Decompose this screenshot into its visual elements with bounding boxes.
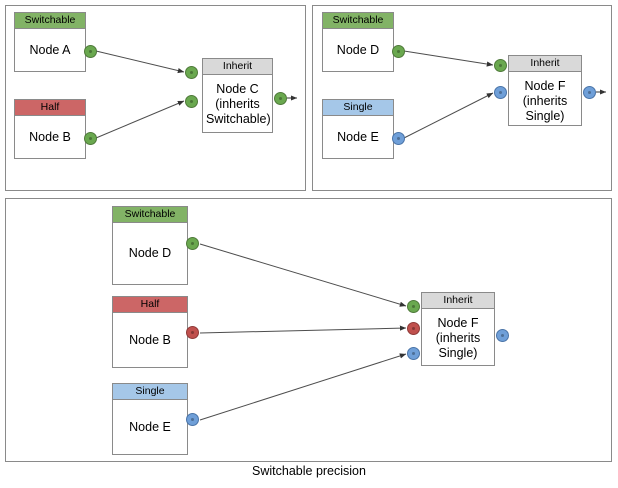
node-f-label-line-3: Single) <box>525 109 565 123</box>
node-a-label: Node A <box>29 42 71 57</box>
node-e-title: Single <box>323 100 393 116</box>
node-f-label-line-2: (inherits <box>522 94 568 108</box>
port-node-b2-output[interactable] <box>186 326 199 339</box>
node-d2[interactable]: Switchable Node D <box>112 206 188 285</box>
port-node-d2-output[interactable] <box>186 237 199 250</box>
node-b2[interactable]: Half Node B <box>112 296 188 368</box>
port-node-a-output[interactable] <box>84 45 97 58</box>
node-f2-title: Inherit <box>422 293 494 309</box>
node-c-label-line-1: Node C <box>216 82 259 96</box>
node-e2-label: Node E <box>129 419 171 434</box>
node-b2-label: Node B <box>129 332 171 347</box>
port-node-f2-input-1[interactable] <box>407 300 420 313</box>
node-c-label-line-2: (inherits <box>215 97 260 111</box>
node-d2-title: Switchable <box>113 207 187 223</box>
port-node-f-output[interactable] <box>583 86 596 99</box>
port-node-d-output[interactable] <box>392 45 405 58</box>
node-f2[interactable]: Inherit Node F (inherits Single) <box>421 292 495 366</box>
node-c[interactable]: Inherit Node C (inherits Switchable) <box>202 58 273 133</box>
node-d-label: Node D <box>336 42 380 57</box>
node-f-label-line-1: Node F <box>524 79 566 93</box>
port-node-c-output[interactable] <box>274 92 287 105</box>
panel-switchable-precision-combined <box>5 198 612 462</box>
node-c-label-line-3: Switchable) <box>206 112 271 126</box>
port-node-b-output[interactable] <box>84 132 97 145</box>
port-node-f2-input-2[interactable] <box>407 322 420 335</box>
node-a-title: Switchable <box>15 13 85 29</box>
node-d-title: Switchable <box>323 13 393 29</box>
node-f-title: Inherit <box>509 56 581 72</box>
node-d[interactable]: Switchable Node D <box>322 12 394 72</box>
port-node-f2-output[interactable] <box>496 329 509 342</box>
port-node-f-input-1[interactable] <box>494 59 507 72</box>
node-e-label: Node E <box>337 129 379 144</box>
node-e[interactable]: Single Node E <box>322 99 394 159</box>
node-b-title: Half <box>15 100 85 116</box>
node-a[interactable]: Switchable Node A <box>14 12 86 72</box>
port-node-c-input-1[interactable] <box>185 66 198 79</box>
node-b-label: Node B <box>29 129 71 144</box>
node-b[interactable]: Half Node B <box>14 99 86 159</box>
port-node-e2-output[interactable] <box>186 413 199 426</box>
node-c-title: Inherit <box>203 59 272 75</box>
port-node-c-input-2[interactable] <box>185 95 198 108</box>
node-f2-label-line-1: Node F <box>437 316 479 330</box>
node-f2-label-line-3: Single) <box>438 346 478 360</box>
node-f2-label-line-2: (inherits <box>435 331 481 345</box>
node-e2-title: Single <box>113 384 187 400</box>
port-node-e-output[interactable] <box>392 132 405 145</box>
node-f-label: Node F (inherits Single) <box>509 72 581 125</box>
node-c-label: Node C (inherits Switchable) <box>203 75 272 132</box>
node-d2-label: Node D <box>128 246 172 260</box>
node-e2[interactable]: Single Node E <box>112 383 188 455</box>
node-f[interactable]: Inherit Node F (inherits Single) <box>508 55 582 126</box>
port-node-f2-input-3[interactable] <box>407 347 420 360</box>
port-node-f-input-2[interactable] <box>494 86 507 99</box>
node-f2-label: Node F (inherits Single) <box>422 309 494 365</box>
node-b2-title: Half <box>113 297 187 313</box>
diagram-caption: Switchable precision <box>252 464 366 478</box>
